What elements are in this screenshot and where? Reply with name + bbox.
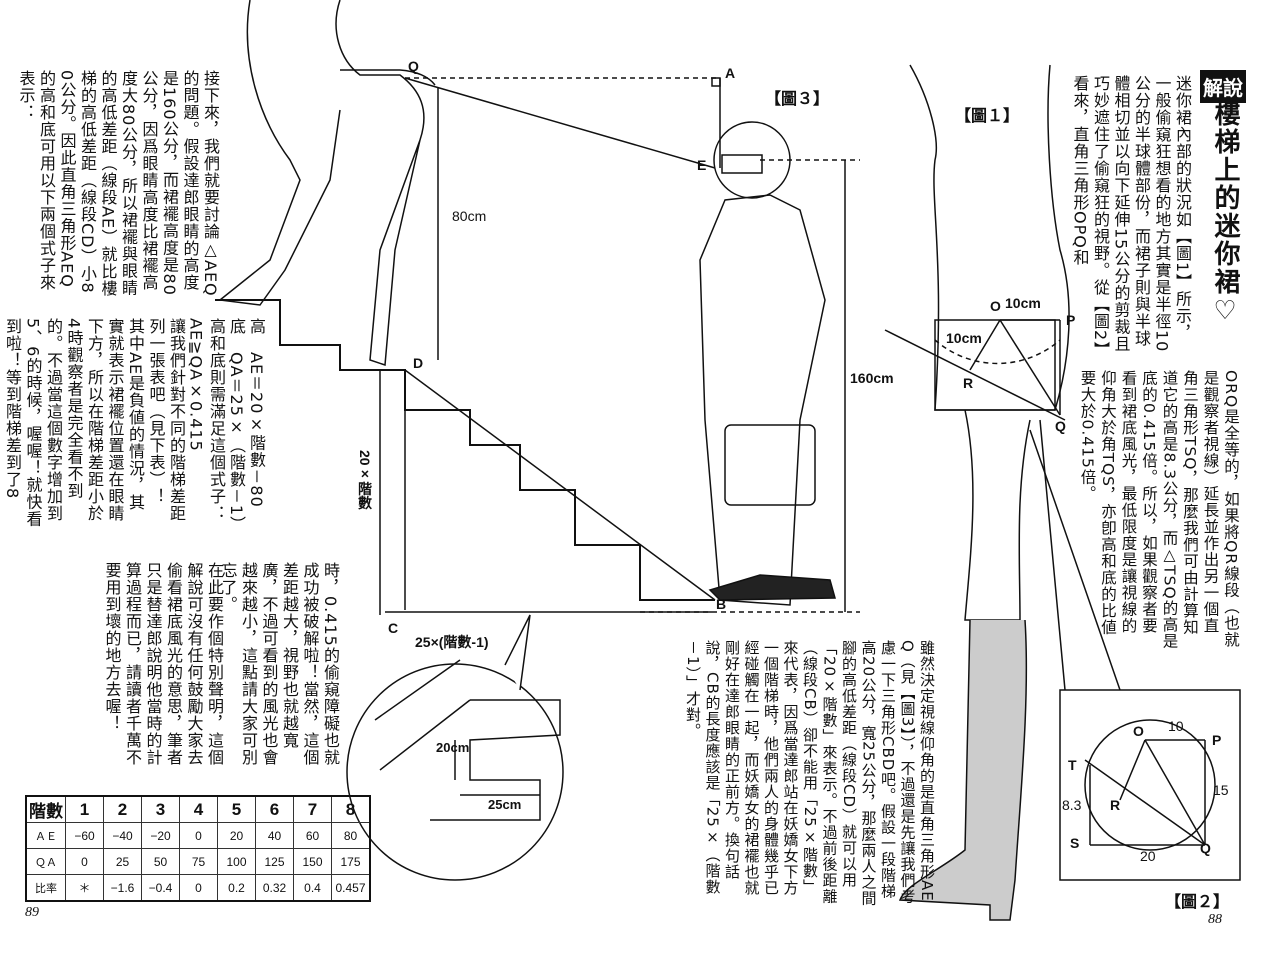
table-cell: 0 <box>65 848 104 875</box>
table-cell: −60 <box>65 822 104 849</box>
table-cell: 0.457 <box>331 874 371 902</box>
figure3-label: 【圖３】 <box>765 89 830 108</box>
table-cell: 比率 <box>25 874 66 902</box>
right-paragraph-2: ORQ是全等的，如果將QR線段（也就是觀察者視線）延長並作出另一個直角三角形TS… <box>1078 370 1241 650</box>
page-number-left: 89 <box>25 905 39 920</box>
table-cell: −40 <box>103 822 142 849</box>
table-cell: 0 <box>179 874 218 902</box>
fig1-point-r: R <box>963 375 974 391</box>
article-title: 樓梯上的迷你裙♡ <box>1210 100 1240 328</box>
figure2-drawing <box>1059 689 1241 881</box>
commentary-badge: 解說 <box>1200 70 1246 103</box>
fig2-point-r: R <box>1110 797 1121 813</box>
table-cell: 75 <box>179 848 218 875</box>
dimension-stair-width: 25×(階數-1) <box>415 634 489 650</box>
woman-boot-drawing <box>884 64 1121 921</box>
fig2-point-s: S <box>1070 835 1080 851</box>
table-cell: 0.4 <box>293 874 332 902</box>
stair-ratio-table: 階數 1 2 3 4 5 6 7 8 ＡＥ −60 −40 −20 0 20 4… <box>25 795 371 902</box>
figure1-label: 【圖１】 <box>955 106 1020 125</box>
table-cell: 60 <box>293 822 332 849</box>
table-cell: −1.6 <box>103 874 142 902</box>
right-paragraph-3: 雖然決定視線仰角的是直角三角形AEQ（見【圖3】），不過還是先讓我們考慮一下三角… <box>684 640 936 907</box>
woman-legs-drawing <box>218 0 436 367</box>
page-number-right: 88 <box>1208 912 1222 927</box>
fig1-radius-left: 10cm <box>946 330 982 346</box>
table-header-row: 階數 1 2 3 4 5 6 7 8 <box>25 795 371 823</box>
fig1-radius-top: 10cm <box>1005 295 1041 311</box>
staircase-drawing <box>215 77 860 615</box>
table-cell: 80 <box>331 822 371 849</box>
fig2-len-ts: 8.3 <box>1062 797 1082 813</box>
fig2-point-p: P <box>1212 732 1222 748</box>
left-paragraph-4: 其中AE是負値的情況，其實就表示裙襬位置還在眼睛下方，所以在階梯差距小於4時觀察… <box>3 318 145 528</box>
table-cell: ＊ <box>65 874 104 902</box>
table-row: 比率 ＊ −1.6 −0.4 0 0.2 0.32 0.4 0.457 <box>25 874 371 902</box>
table-cell: ＡＥ <box>25 822 66 849</box>
fig2-point-t: T <box>1068 757 1077 773</box>
inset-height-label: 20cm <box>436 740 470 755</box>
table-cell: 3 <box>141 795 180 823</box>
formula-base: 底 QA＝25×（階數－1） <box>227 318 246 534</box>
table-cell: 40 <box>255 822 294 849</box>
formula-height: 高 AE＝20×階數－80 <box>247 318 266 508</box>
table-cell: 50 <box>141 848 180 875</box>
fig1-point-q: Q <box>1055 418 1066 434</box>
table-cell: 25 <box>103 848 142 875</box>
table-row: ＱＡ 0 25 50 75 100 125 150 175 <box>25 848 371 875</box>
left-paragraph-6: 在此要作個特別聲明，這個解說可沒有任何鼓勵大家去偷看裙底風光的意思，筆者只是替達… <box>102 562 225 766</box>
inset-stairs-drawing <box>346 614 564 881</box>
figure2-label: 【圖２】 <box>1165 892 1230 911</box>
fig1-point-p: P <box>1066 312 1076 328</box>
fig2-len-op: 10 <box>1168 718 1184 734</box>
table-cell: 8 <box>331 795 371 823</box>
table-cell: 0.32 <box>255 874 294 902</box>
inset-width-label: 25cm <box>488 797 522 812</box>
left-paragraph-5: 時，0.415的偷窺障礙也就成功被破解啦！當然，這個差距越大，視野也就越寬廣，不… <box>218 562 341 766</box>
table-cell: 6 <box>255 795 294 823</box>
table-cell: 2 <box>103 795 142 823</box>
table-cell: 0 <box>179 822 218 849</box>
man-drawing <box>699 121 836 606</box>
point-b: B <box>716 596 727 612</box>
table-cell: 20 <box>217 822 256 849</box>
table-cell: 175 <box>331 848 371 875</box>
point-e: E <box>697 157 707 173</box>
left-paragraph-3: 讓我們針對不同的階梯差距列一張表吧（見下表）！ <box>146 318 187 522</box>
table-cell: 4 <box>179 795 218 823</box>
table-cell: 1 <box>65 795 104 823</box>
fig2-point-o: O <box>1133 723 1144 739</box>
right-paragraph-1: 迷你裙內部的狀況如【圖1】所示，一般偷窺狂想看的地方其實是半徑10公分的半球體部… <box>1070 75 1193 353</box>
fig2-len-sq: 20 <box>1140 848 1156 864</box>
dimension-160cm: 160cm <box>850 370 894 386</box>
table-cell: −0.4 <box>141 874 180 902</box>
table-cell: 0.2 <box>217 874 256 902</box>
table-cell: 階數 <box>25 795 66 823</box>
point-a: A <box>725 65 736 81</box>
point-c: C <box>388 620 399 636</box>
table-cell: 125 <box>255 848 294 875</box>
fig2-len-pq: 15 <box>1213 782 1229 798</box>
table-cell: 7 <box>293 795 332 823</box>
table-row: ＡＥ −60 −40 −20 0 20 40 60 80 <box>25 822 371 849</box>
left-paragraph-2: 高和底則需滿足這個式子：AE≧QA×0.415 <box>186 318 227 522</box>
point-q: Q <box>408 58 419 74</box>
fig1-point-o: O <box>990 298 1001 314</box>
table-cell: 100 <box>217 848 256 875</box>
fig2-point-q: Q <box>1200 840 1211 856</box>
dimension-stair-height: 20×階數 <box>357 450 373 510</box>
dimension-80cm: 80cm <box>452 208 487 224</box>
table-cell: 5 <box>217 795 256 823</box>
point-d: D <box>413 355 424 371</box>
table-cell: ＱＡ <box>25 848 66 875</box>
table-cell: −20 <box>141 822 180 849</box>
left-paragraph-1: 接下來，我們就要討論△AEQ的問題。假設達郎眼睛的高度是160公分，而裙襬高度是… <box>16 70 221 298</box>
table-cell: 150 <box>293 848 332 875</box>
